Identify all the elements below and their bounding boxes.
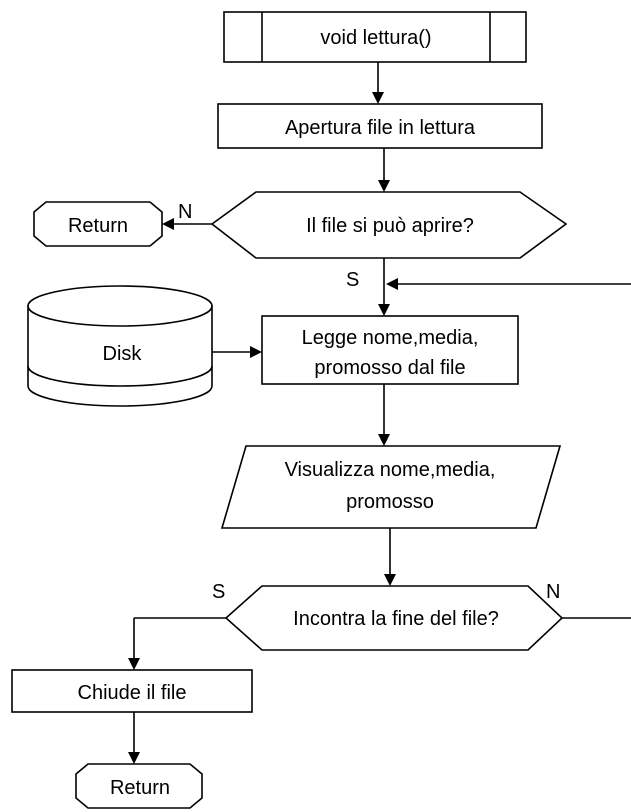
open-file-label: Apertura file in lettura: [285, 117, 476, 139]
connector-close-to-return: [128, 712, 140, 764]
connector-disk-to-read: [212, 346, 262, 358]
decision-eof-label: Incontra la fine del file?: [293, 608, 499, 630]
open-file-process: Apertura file in lettura: [217, 103, 543, 149]
branch-label-no-open: N: [178, 201, 192, 223]
decision-eof: Incontra la fine del file?: [224, 585, 564, 651]
display-output-node: Visualizza nome,media, promosso: [220, 445, 562, 529]
connector-start-to-open: [372, 62, 384, 104]
connector-decision-to-return: [162, 218, 212, 230]
read-line-1: Legge nome,media,: [302, 327, 479, 349]
subroutine-start-node: void lettura(): [223, 11, 527, 63]
display-line-2: promosso: [346, 491, 434, 513]
connector-open-to-decision: [378, 148, 390, 192]
decision-file-open: Il file si può aprire?: [210, 191, 568, 259]
return-top-label: Return: [68, 215, 128, 237]
connector-read-to-display: [378, 384, 390, 446]
subroutine-label: void lettura(): [320, 27, 431, 49]
close-file-label: Chiude il file: [78, 682, 187, 704]
decision-file-open-label: Il file si può aprire?: [306, 215, 474, 237]
connector-decision-to-read: [378, 258, 390, 316]
branch-label-yes-eof: S: [212, 581, 225, 603]
read-file-process: Legge nome,media, promosso dal file: [261, 315, 519, 385]
return-terminator-bottom: Return: [75, 763, 203, 809]
close-file-process: Chiude il file: [11, 669, 253, 713]
return-terminator-top: Return: [33, 201, 163, 247]
disk-storage-node: Disk: [27, 285, 213, 407]
return-bottom-label: Return: [110, 777, 170, 799]
disk-label: Disk: [103, 343, 143, 365]
branch-label-no-eof: N: [546, 581, 560, 603]
branch-label-yes-open: S: [346, 269, 359, 291]
loop-back-connector: [386, 278, 631, 619]
connector-display-to-eof: [384, 528, 396, 586]
read-line-2: promosso dal file: [314, 357, 465, 379]
connector-eof-to-close: [128, 617, 226, 670]
display-line-1: Visualizza nome,media,: [285, 459, 496, 481]
